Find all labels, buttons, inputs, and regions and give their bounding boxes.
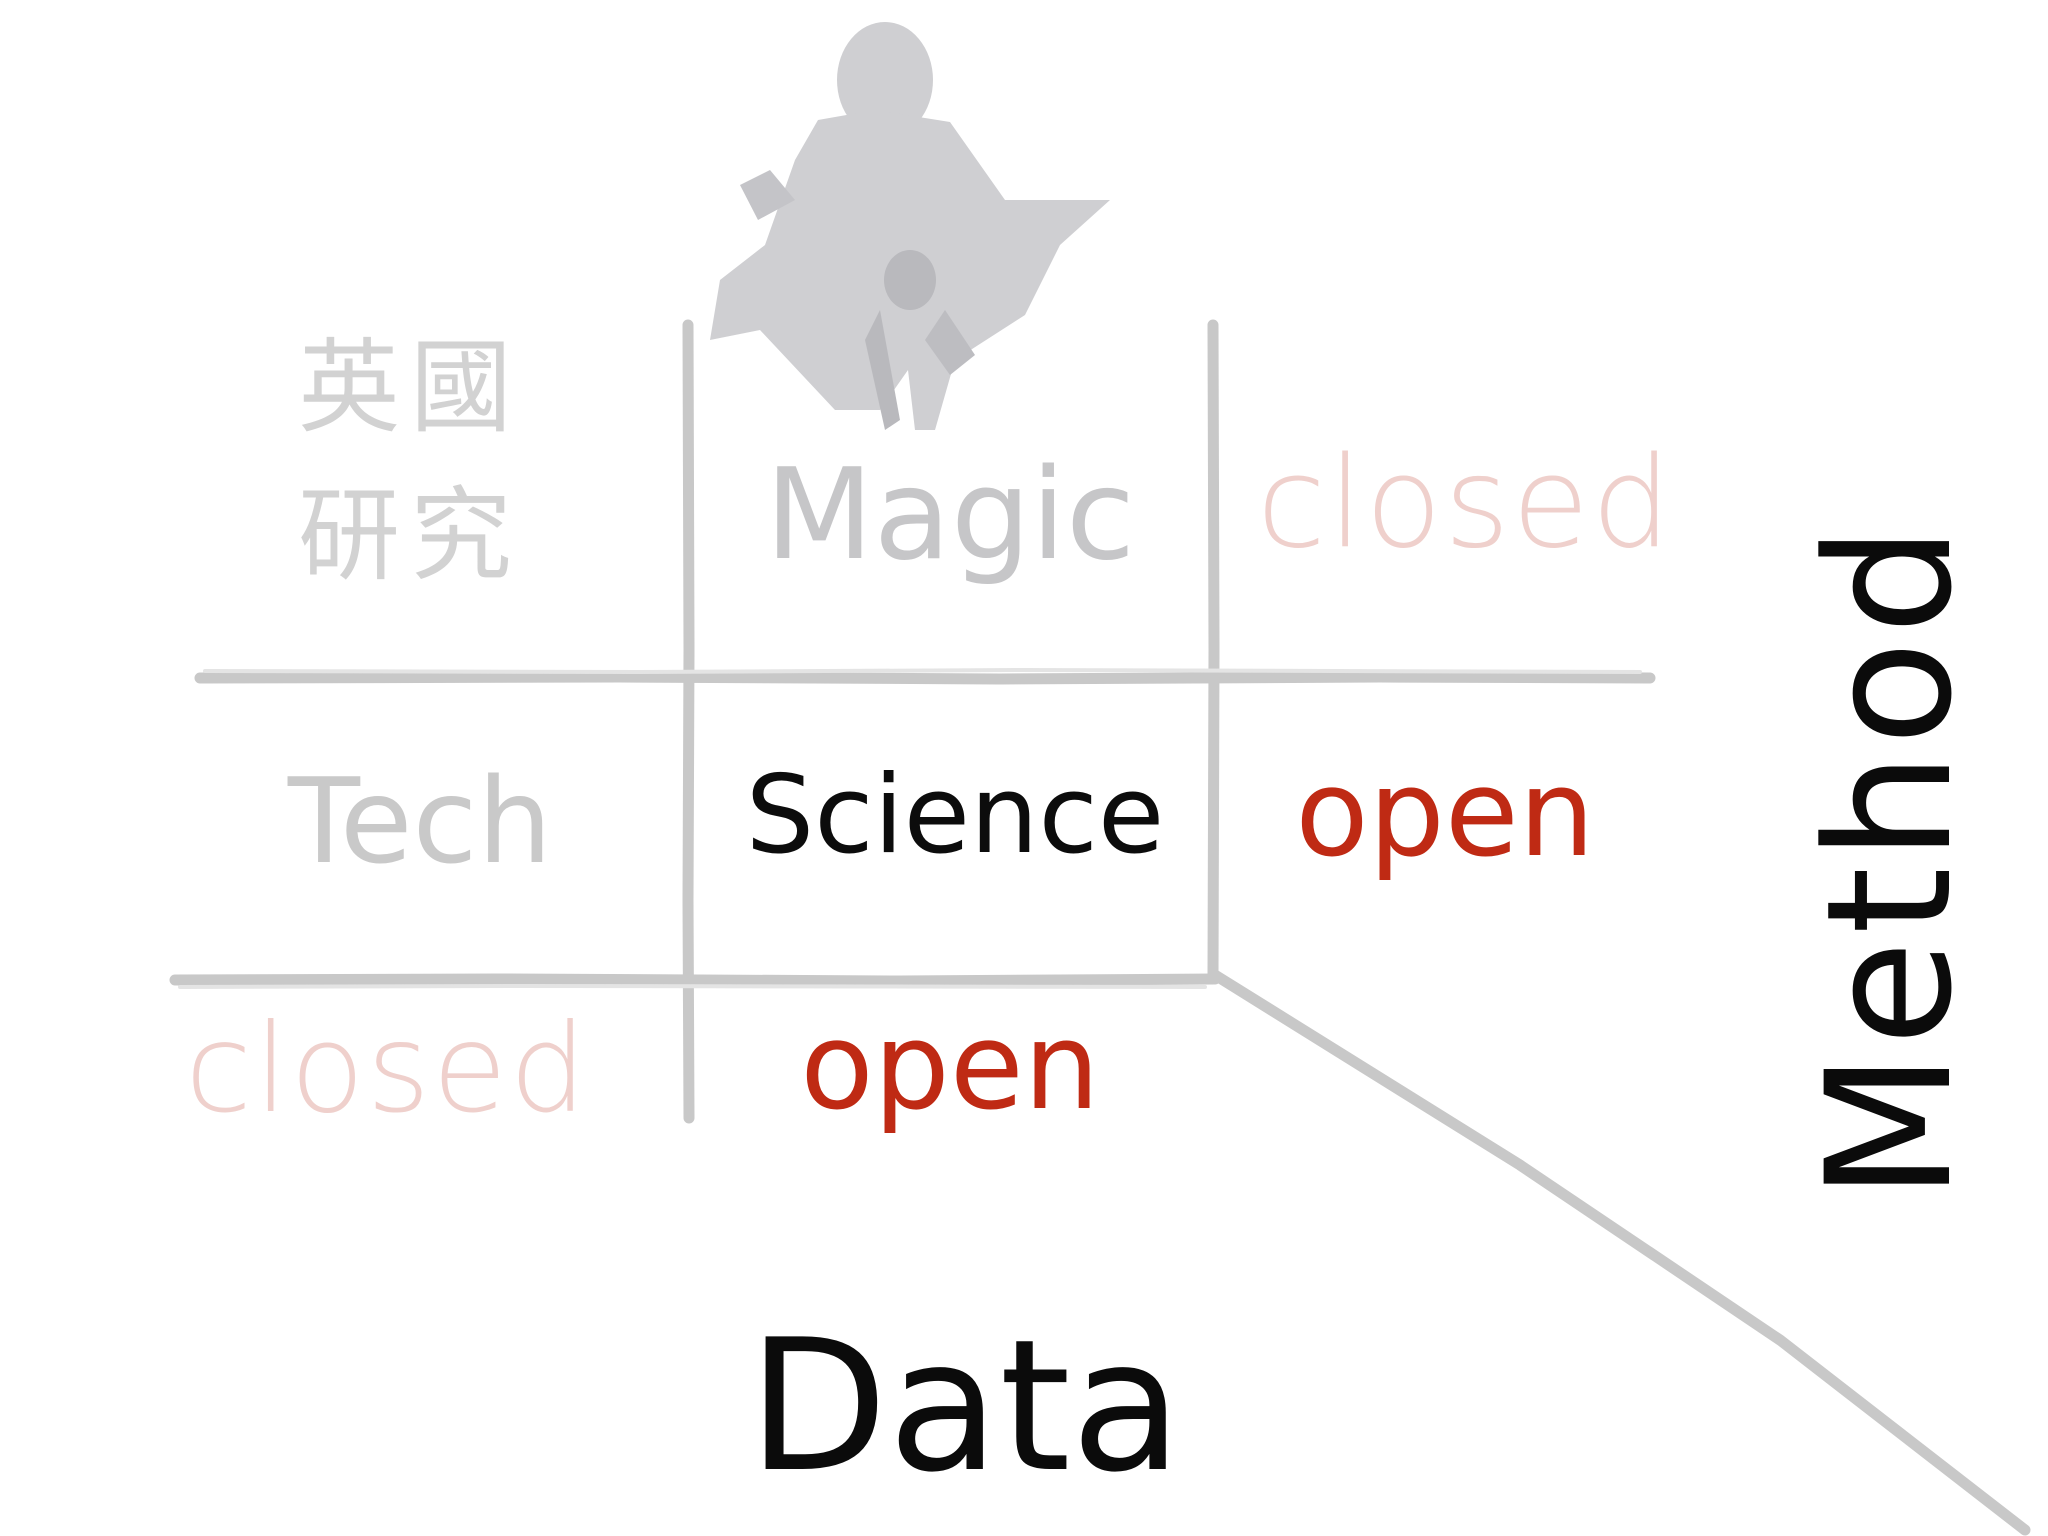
grid-line-texture-top <box>203 667 1642 675</box>
magic-label: Magic <box>764 441 1136 588</box>
closed-data-label: closed <box>185 998 589 1140</box>
open-data-label: open <box>800 998 1100 1137</box>
closed-method-label: closed <box>1256 429 1674 576</box>
grid-line-texture-bottom <box>178 983 1207 989</box>
chinese-caption-line-2: 研究 <box>298 476 522 596</box>
wizard-figure-icon <box>710 22 1110 430</box>
chinese-caption: 英國 研究 <box>298 315 548 611</box>
grid-line-vertical-left <box>682 319 695 1124</box>
data-axis-title: Data <box>747 1300 1183 1512</box>
open-method-label: open <box>1295 745 1595 884</box>
method-axis-title: Method <box>1789 519 1990 1201</box>
tech-label: Tech <box>287 752 553 890</box>
grid-line-horizontal-top <box>194 671 1656 685</box>
chinese-caption-line-1: 英國 <box>298 329 522 448</box>
grid-line-horizontal-bottom <box>169 973 1221 987</box>
grid-line-vertical-right <box>1207 319 1220 981</box>
science-label: Science <box>745 753 1165 878</box>
